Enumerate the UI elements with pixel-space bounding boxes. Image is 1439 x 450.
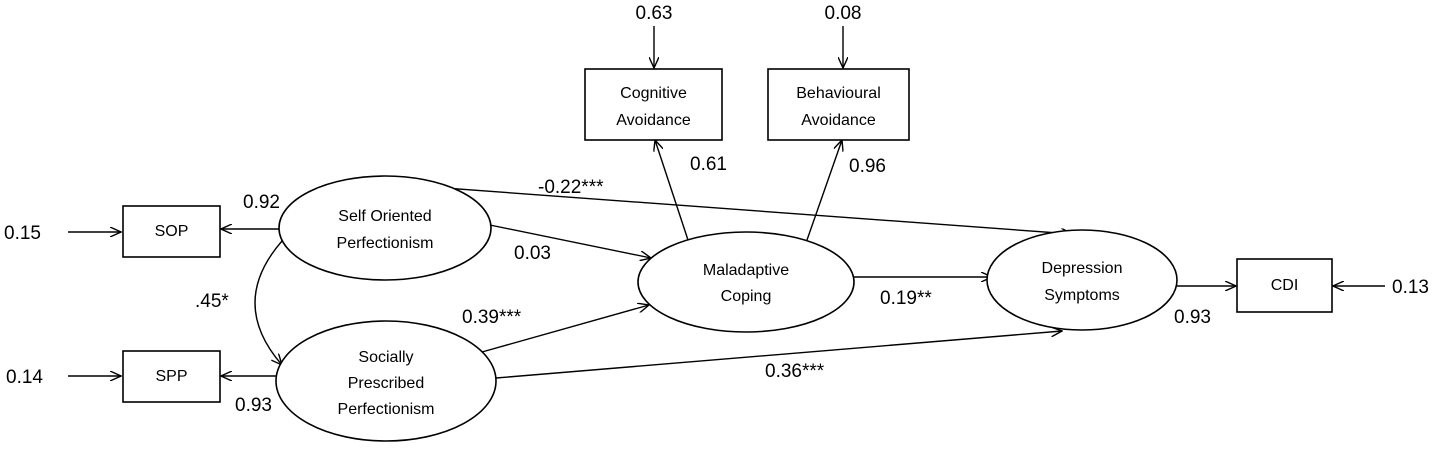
maladaptive-line2: Coping [721, 288, 772, 305]
spp-box-label: SPP [155, 368, 187, 385]
cdi-box: CDI [1236, 258, 1333, 313]
correlation-arc [254, 241, 282, 365]
self-oriented-line1: Self Oriented [338, 208, 431, 225]
socially-prescribed-perfectionism-node: Socially Prescribed Perfectionism [275, 320, 497, 442]
path-spp-to-maladaptive [481, 305, 649, 353]
sop-box-label: SOP [155, 223, 189, 240]
behavioural-box-line1: Behavioural [796, 85, 881, 102]
loading-label-spp: 0.93 [235, 395, 272, 416]
path-label-spp-to-maladaptive: 0.39*** [462, 307, 522, 328]
path-self-to-depression [389, 183, 1072, 234]
behavioural-box-line2: Avoidance [801, 112, 876, 129]
error-label-cdi: 0.13 [1392, 277, 1429, 298]
loading-arrow-behavioural [806, 140, 842, 241]
maladaptive-line1: Maladaptive [703, 262, 789, 279]
loading-label-cdi: 0.93 [1174, 307, 1211, 328]
loading-label-behavioural: 0.96 [849, 156, 886, 177]
self-oriented-perfectionism-node: Self Oriented Perfectionism [278, 175, 492, 281]
spp-box: SPP [122, 350, 221, 403]
cognitive-avoidance-box: Cognitive Avoidance [584, 68, 723, 141]
behavioural-avoidance-box: Behavioural Avoidance [767, 68, 910, 141]
error-label-sop: 0.15 [4, 223, 41, 244]
path-label-spp-to-depression: 0.36*** [765, 361, 825, 382]
cognitive-box-line2: Avoidance [616, 112, 691, 129]
error-label-cognitive: 0.63 [636, 3, 673, 24]
edges [68, 26, 1385, 378]
error-label-behavioural: 0.08 [825, 3, 862, 24]
cognitive-box-line1: Cognitive [620, 85, 687, 102]
sop-box: SOP [122, 205, 221, 258]
socially-prescribed-line1: Socially [358, 349, 413, 366]
loading-label-cognitive: 0.61 [690, 154, 727, 175]
loading-label-sop: 0.92 [243, 192, 280, 213]
correlation-label: .45* [195, 291, 229, 312]
path-label-self-to-depression: -0.22*** [538, 177, 604, 198]
socially-prescribed-line3: Perfectionism [338, 401, 435, 418]
path-self-to-maladaptive [484, 223, 651, 258]
cdi-box-label: CDI [1271, 277, 1299, 294]
coefficient-labels: 0.15 0.14 0.13 0.63 0.08 0.92 0.93 0.93 … [4, 3, 1429, 416]
path-label-maladaptive-to-depression: 0.19** [880, 288, 932, 309]
self-oriented-line2: Perfectionism [337, 235, 434, 252]
depression-line1: Depression [1042, 260, 1123, 277]
error-label-spp: 0.14 [6, 367, 43, 388]
path-label-self-to-maladaptive: 0.03 [514, 243, 551, 264]
loading-arrow-cognitive [655, 140, 689, 241]
depression-line2: Symptoms [1044, 287, 1120, 304]
path-spp-to-depression [495, 331, 1062, 379]
depression-symptoms-node: Depression Symptoms [986, 229, 1178, 331]
socially-prescribed-line2: Prescribed [348, 375, 424, 392]
maladaptive-coping-node: Maladaptive Coping [637, 231, 855, 333]
